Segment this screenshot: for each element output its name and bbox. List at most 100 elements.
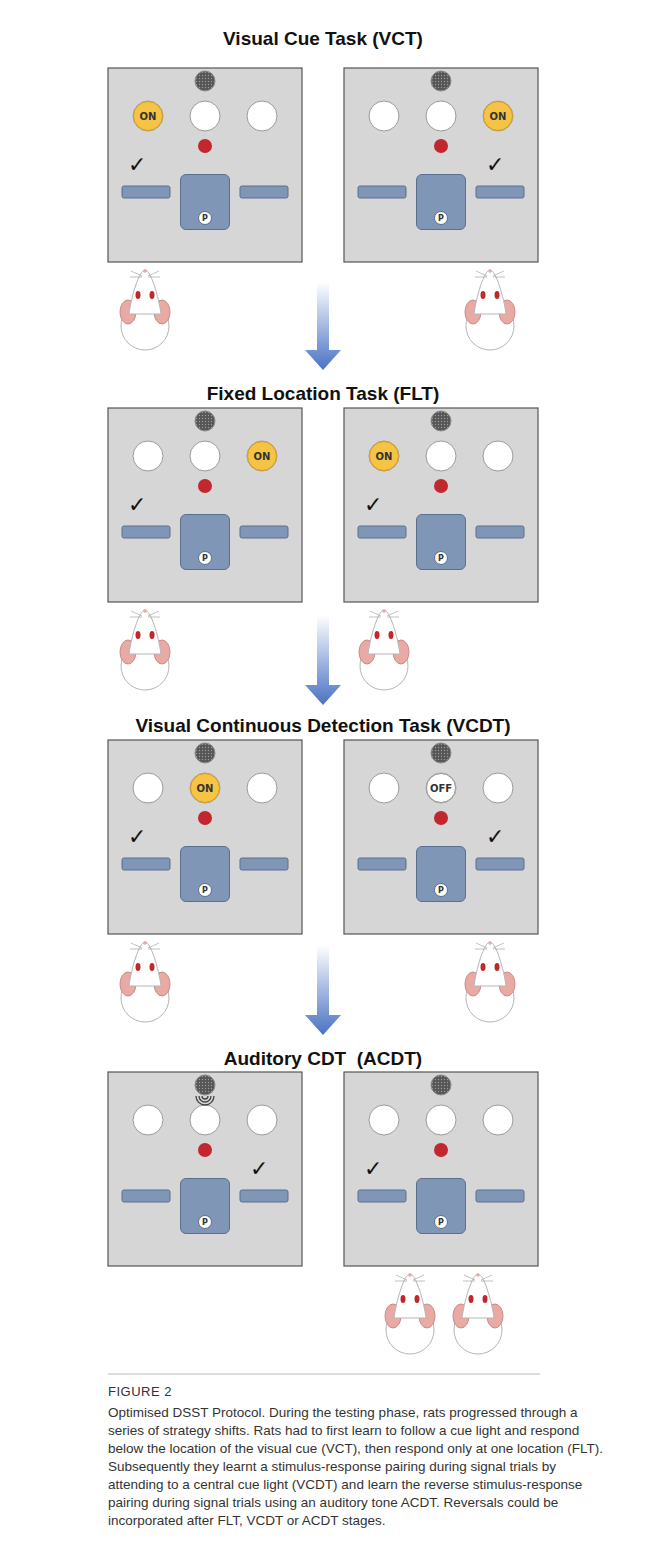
response-lever [358, 858, 406, 870]
light-state: ON [197, 783, 214, 794]
figure-number: FIGURE 2 [108, 1384, 172, 1399]
cue-light-lit: OFF [426, 773, 456, 803]
house-light [434, 139, 448, 153]
response-lever [122, 186, 170, 198]
chamber-wall [108, 740, 302, 934]
rat [120, 269, 170, 350]
speaker [431, 1075, 451, 1095]
magazine-label: P [198, 551, 212, 565]
rat [120, 609, 170, 690]
cue-light [426, 101, 456, 131]
cue-light-lit: ON [369, 441, 399, 471]
correct-response-tick: ✓ [486, 154, 504, 176]
response-lever [122, 526, 170, 538]
food-magazine: P [416, 174, 466, 230]
cue-light [369, 441, 399, 471]
correct-response-tick: ✓ [486, 826, 504, 848]
operant-chamber [108, 68, 302, 262]
food-magazine: P [416, 1178, 466, 1234]
cue-light-lit: ON [247, 441, 277, 471]
response-lever [358, 526, 406, 538]
food-magazine: P [180, 514, 230, 570]
operant-chamber [108, 740, 302, 934]
cue-light [247, 1105, 277, 1135]
cue-light [483, 441, 513, 471]
response-lever [122, 1190, 170, 1202]
cue-light [133, 1105, 163, 1135]
caption-rule [108, 1374, 540, 1375]
response-lever [240, 1190, 288, 1202]
chamber-wall [344, 408, 538, 602]
operant-chamber [344, 68, 538, 262]
operant-chamber [108, 408, 302, 602]
food-magazine: P [180, 846, 230, 902]
house-light [198, 1143, 212, 1157]
food-magazine: P [416, 514, 466, 570]
magazine-label: P [434, 211, 448, 225]
light-state: ON [254, 451, 271, 462]
speaker [195, 1075, 215, 1095]
cue-light [190, 1105, 220, 1135]
speaker [195, 411, 215, 431]
cue-light [133, 773, 163, 803]
cue-light [133, 101, 163, 131]
rat [465, 941, 515, 1022]
response-lever [240, 526, 288, 538]
response-lever [358, 186, 406, 198]
rat [385, 1273, 435, 1354]
speaker [195, 743, 215, 763]
magazine-label: P [198, 883, 212, 897]
cue-light-lit: ON [483, 101, 513, 131]
cue-light [369, 773, 399, 803]
chamber-wall [108, 1072, 302, 1266]
response-lever [240, 186, 288, 198]
cue-light-lit: ON [133, 101, 163, 131]
speaker [195, 71, 215, 91]
operant-chamber [108, 1072, 302, 1266]
section-title: Auditory CDT (ACDT) [0, 1048, 646, 1070]
correct-response-tick: ✓ [250, 1158, 268, 1180]
section-title: Visual Continuous Detection Task (VCDT) [0, 715, 646, 737]
food-magazine: P [180, 1178, 230, 1234]
rat [453, 1273, 503, 1354]
response-lever [122, 858, 170, 870]
rat [359, 609, 409, 690]
house-light [434, 811, 448, 825]
section-title: Visual Cue Task (VCT) [0, 28, 646, 50]
cue-light [426, 1105, 456, 1135]
response-lever [358, 1190, 406, 1202]
operant-chamber [344, 740, 538, 934]
cue-light [247, 773, 277, 803]
cue-light [190, 441, 220, 471]
chamber-wall [108, 68, 302, 262]
cue-light [190, 773, 220, 803]
magazine-label: P [434, 551, 448, 565]
speaker [431, 411, 451, 431]
cue-light [247, 101, 277, 131]
progress-arrow [305, 282, 341, 370]
response-lever [476, 858, 524, 870]
cue-light [426, 773, 456, 803]
cue-light [369, 1105, 399, 1135]
cue-light [483, 101, 513, 131]
chamber-wall [344, 740, 538, 934]
speaker [431, 71, 451, 91]
sound-wave [199, 1096, 211, 1102]
cue-light [133, 441, 163, 471]
sound-wave [196, 1096, 214, 1105]
chamber-wall [108, 408, 302, 602]
section-title: Fixed Location Task (FLT) [0, 383, 646, 405]
response-lever [476, 1190, 524, 1202]
light-state: ON [140, 111, 157, 122]
magazine-label: P [198, 1215, 212, 1229]
operant-chamber [344, 1072, 538, 1266]
cue-light [483, 1105, 513, 1135]
chamber-wall [344, 68, 538, 262]
figure-caption: Optimised DSST Protocol. During the test… [108, 1404, 608, 1530]
house-light [198, 139, 212, 153]
speaker [431, 743, 451, 763]
cue-light [247, 441, 277, 471]
food-magazine: P [180, 174, 230, 230]
house-light [434, 1143, 448, 1157]
